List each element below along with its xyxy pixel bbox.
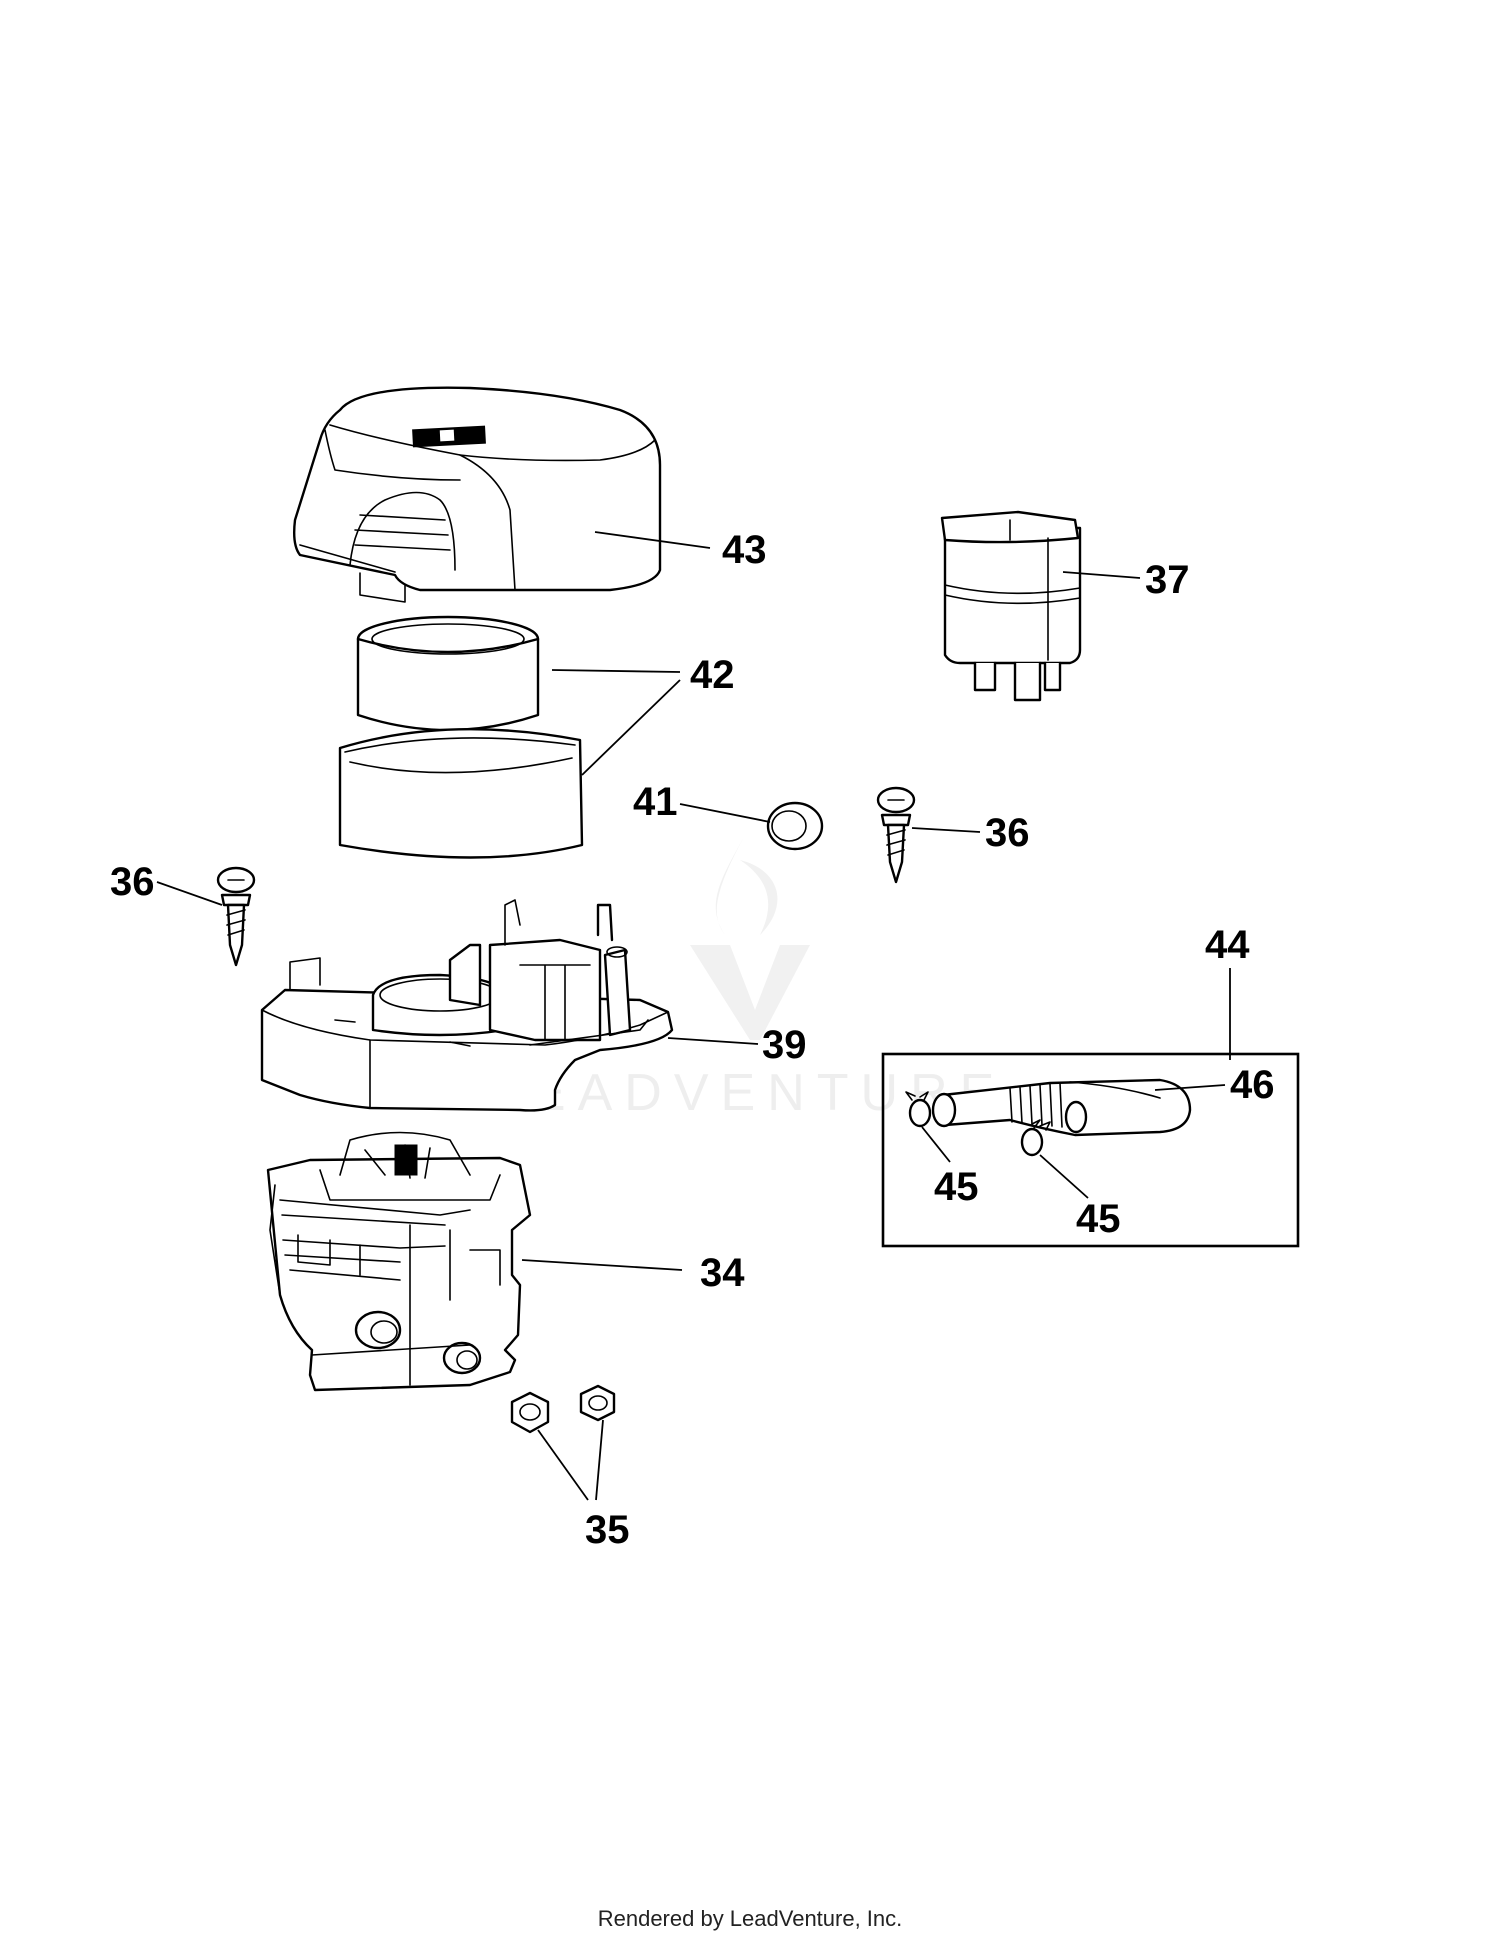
- callout-43: 43: [722, 528, 767, 572]
- callout-36-right: 36: [985, 811, 1030, 855]
- part-46-hose: [931, 1078, 1192, 1137]
- callout-36-left: 36: [110, 860, 155, 904]
- part-42-air-filter-elements: [338, 615, 584, 859]
- part-36-screw-right: [876, 786, 916, 884]
- part-45-clamp-left: [905, 1091, 932, 1128]
- callout-37: 37: [1145, 558, 1190, 602]
- part-35-nuts: [510, 1384, 616, 1434]
- callout-35: 35: [585, 1508, 630, 1552]
- part-36-screw-left: [216, 866, 256, 967]
- watermark-flame-logo: [715, 835, 778, 935]
- callout-41: 41: [633, 780, 678, 824]
- footer-credit: Rendered by LeadVenture, Inc.: [597, 1906, 903, 1931]
- part-37-relay: [940, 510, 1082, 702]
- leader-lines: [156, 531, 1231, 1501]
- callout-34: 34: [700, 1251, 745, 1295]
- part-43-air-filter-cover: [292, 386, 662, 603]
- part-39-air-cleaner-base: [260, 899, 674, 1112]
- callout-labels: 43 37 42 41 36 36 44 39 46 45 45 34 35: [110, 528, 1275, 1552]
- watermark-v-logo: [690, 945, 810, 1040]
- callout-44: 44: [1205, 923, 1250, 967]
- callout-42: 42: [690, 653, 735, 697]
- part-44-hose-kit: [881, 1052, 1300, 1248]
- callout-39: 39: [762, 1023, 807, 1067]
- part-41-grommet: [766, 801, 824, 851]
- callout-46: 46: [1230, 1063, 1275, 1107]
- part-45-clamp-right: [1020, 1119, 1051, 1157]
- part-34-housing: [266, 1131, 532, 1392]
- callout-45-left: 45: [934, 1165, 979, 1209]
- callout-45-right: 45: [1076, 1197, 1121, 1241]
